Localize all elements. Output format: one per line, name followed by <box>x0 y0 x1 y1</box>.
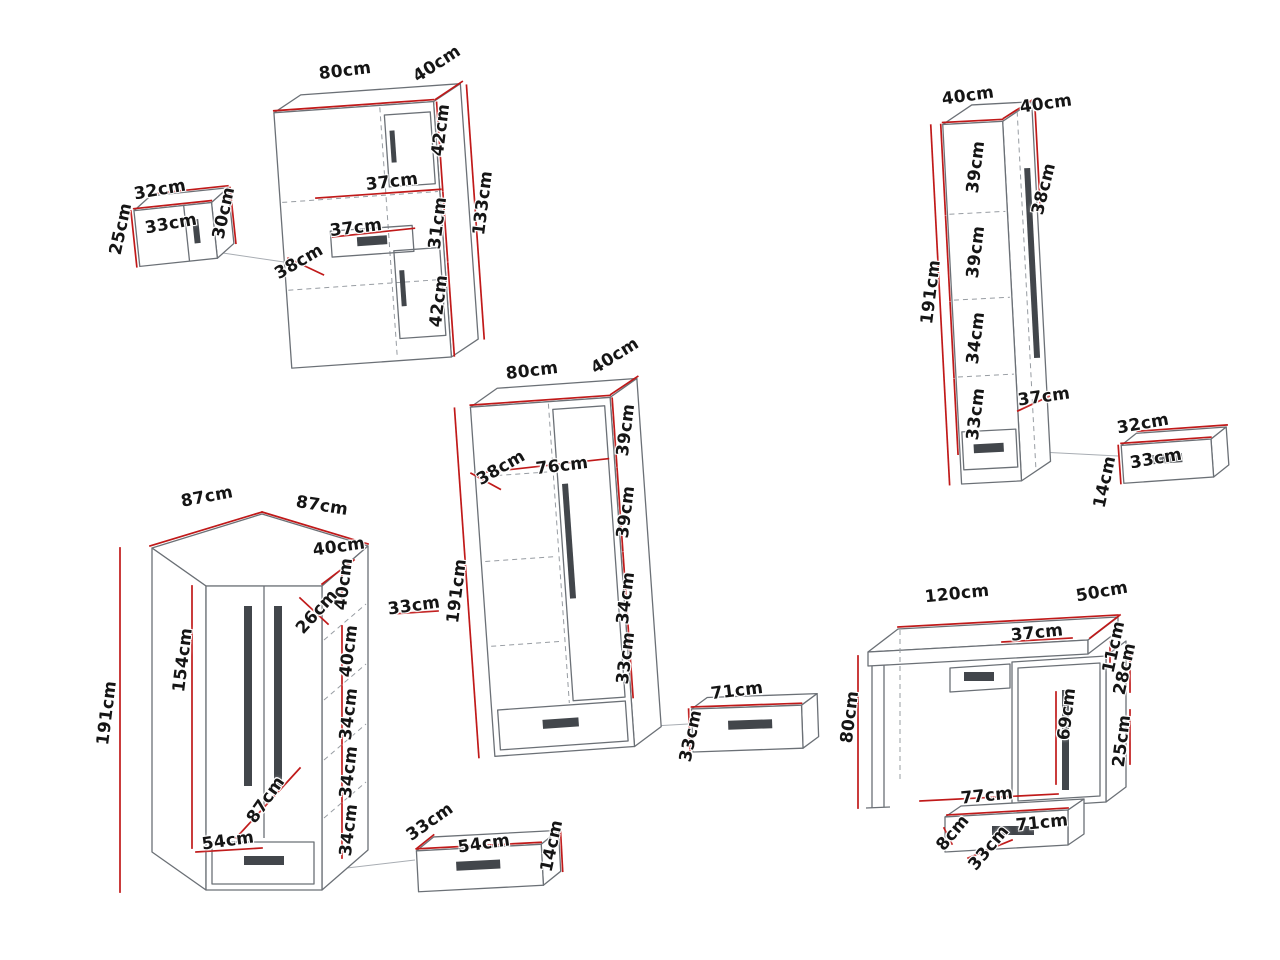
corner-wardrobe-right-handle <box>274 606 282 786</box>
corner-wardrobe-drawer <box>211 841 315 885</box>
corner-wardrobe-left-handle <box>244 606 252 786</box>
wardrobe-door <box>552 405 626 702</box>
bookcase-top-door <box>383 111 436 188</box>
corner-wardrobe-art <box>119 510 439 893</box>
wardrobe-drawer <box>496 700 629 751</box>
desk-art <box>857 613 1131 860</box>
nightstand-art <box>130 184 237 268</box>
bookcase-bottom-door <box>393 246 447 340</box>
nightstand-handle <box>192 219 201 244</box>
tall-cabinet-drawer <box>961 428 1019 471</box>
bookcase-mid-drawer <box>329 224 415 258</box>
tall-cabinet-art <box>929 98 1052 486</box>
tall-cabinet-handle <box>1024 167 1041 359</box>
bookcase-art <box>272 80 486 369</box>
wall-drawer-art <box>1117 424 1230 485</box>
desk-door-handle <box>1062 690 1069 790</box>
wardrobe-art <box>453 375 662 759</box>
desk-door <box>1017 662 1101 802</box>
floor-drawer-art <box>415 829 564 893</box>
wide-drawer-art <box>687 692 820 753</box>
